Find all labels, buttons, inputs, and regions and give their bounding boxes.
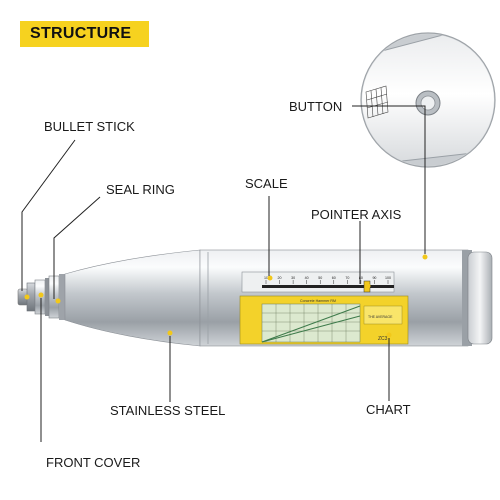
- front-cover-marker: [38, 292, 44, 298]
- bullet-stick-leader: [21, 139, 76, 291]
- pointer-axis-label: POINTER AXIS: [311, 207, 402, 222]
- front-cover-label: FRONT COVER: [46, 455, 141, 470]
- end-cap: [467, 251, 493, 345]
- seal-ring-leader: [53, 196, 101, 299]
- scale-marker: [267, 275, 273, 281]
- button-marker: [422, 254, 428, 260]
- chart-label: CHART: [366, 402, 411, 417]
- button-label: BUTTON: [289, 99, 343, 114]
- seal-ring-label: SEAL RING: [106, 182, 175, 197]
- scale-tick-label: 70: [345, 276, 349, 280]
- seal-ring-marker: [55, 298, 61, 304]
- pointer-track: [262, 285, 394, 288]
- scale-tick-label: 20: [278, 276, 282, 280]
- scale-tick-label: 90: [372, 276, 376, 280]
- chart-marker: [386, 332, 392, 338]
- scale-label: SCALE: [245, 176, 288, 191]
- zoom-circle-outline: [360, 32, 496, 168]
- chart-panel-header: Concrete Hammer RM: [300, 299, 336, 303]
- scale-strip: [241, 271, 395, 293]
- scale-tick-label: 50: [318, 276, 322, 280]
- stainless-steel-marker: [167, 330, 173, 336]
- chart-panel-model: ZC3: [378, 336, 388, 342]
- title-banner: STRUCTURE: [20, 21, 149, 47]
- scale-tick-label: 60: [332, 276, 336, 280]
- scale-tick-label: 10: [264, 276, 268, 280]
- pointer-axis-marker: [365, 283, 371, 289]
- scale-tick-group: 10 20 30 40 50 60 70 80 90 100: [264, 276, 391, 284]
- diagram-title: STRUCTURE: [30, 25, 132, 42]
- chart-panel-note: THE AVERAGE: [368, 315, 393, 319]
- scale-tick-label: 30: [291, 276, 295, 280]
- scale-tick-label: 40: [305, 276, 309, 280]
- push-button: [420, 95, 436, 111]
- scale-tick-label: 80: [359, 276, 363, 280]
- bullet-stick-marker: [24, 294, 30, 300]
- stainless-steel-label: STAINLESS STEEL: [110, 403, 226, 418]
- bullet-stick-label: BULLET STICK: [44, 119, 135, 134]
- tapered-nose: [64, 249, 201, 347]
- button-leader: [352, 105, 426, 254]
- button-zoom-view: [362, 34, 494, 166]
- scale-tick-label: 100: [385, 276, 391, 280]
